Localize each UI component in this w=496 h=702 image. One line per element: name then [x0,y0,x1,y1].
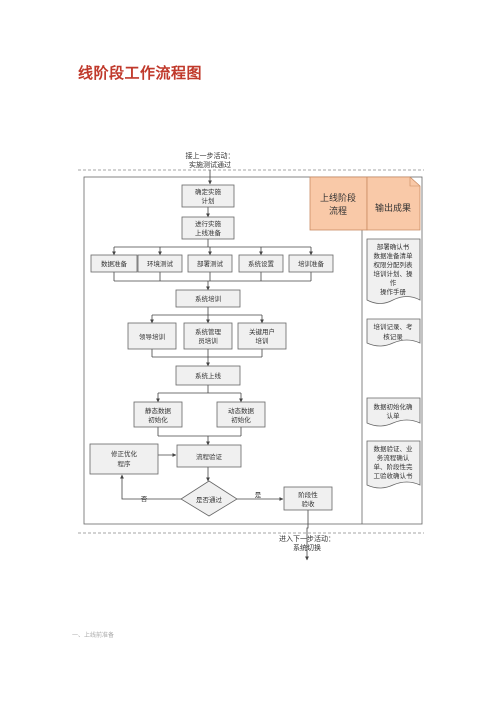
step-system-training: 系统培训 [175,289,241,308]
svg-text:计划: 计划 [202,196,215,205]
step-process-verify: 流程验证 [176,444,242,468]
svg-text:验收: 验收 [302,499,316,508]
step-fix-optimize: 修正优化 程序 [89,443,159,475]
branch-no-label: 否 [141,495,148,503]
output-doc-4: 数据验证、业 务流程确认 单、阶段性完 工验收确认书 [366,440,421,489]
process-header-line-1: 上线阶段 [320,192,356,204]
svg-text:权限分配列表: 权限分配列表 [374,260,414,269]
step-data-prep: 数据准备 [90,254,138,273]
step-go-live-prep: 进行实施 上线准备 [181,216,235,240]
svg-text:环境测试: 环境测试 [147,259,174,268]
svg-text:系统管理: 系统管理 [195,327,222,336]
svg-text:系统上线: 系统上线 [195,371,222,380]
step-training-prep: 培训准备 [288,254,334,273]
process-header [309,176,368,231]
step-phase-acceptance: 阶段性 验收 [283,486,333,511]
output-header-fold [409,177,420,187]
svg-text:是否通过: 是否通过 [196,495,223,504]
top-event-line-1: 接上一步活动： [186,151,235,160]
output-doc-2: 培训记录、考 核记录 [366,318,421,347]
step-system-go-live: 系统上线 [175,365,241,386]
svg-text:数据准备: 数据准备 [101,259,128,268]
svg-text:部署确认书: 部署确认书 [377,242,410,251]
svg-text:操作手册: 操作手册 [380,287,407,296]
process-frame [83,176,423,525]
svg-text:进行实施: 进行实施 [195,219,222,228]
decision-pass: 是否通过 [180,480,238,517]
step-key-user-training: 关键用户 培训 [237,322,287,350]
footer-note: 一、上线前准备 [72,632,115,639]
output-doc-3: 数据初始化确 认单 [366,397,421,427]
svg-text:数据验证、业: 数据验证、业 [374,444,414,453]
svg-text:初始化: 初始化 [148,415,168,424]
output-header [366,176,421,231]
svg-text:确定实施: 确定实施 [195,187,222,196]
svg-text:核记录: 核记录 [383,332,403,341]
step-deploy-test: 部署测试 [187,254,233,273]
svg-text:系统设置: 系统设置 [248,259,275,268]
svg-text:静态数据: 静态数据 [145,406,172,415]
svg-text:流程验证: 流程验证 [196,452,223,461]
svg-text:培训计划、操: 培训计划、操 [374,269,414,278]
step-leader-training: 领导培训 [127,322,177,350]
svg-text:务流程确认: 务流程确认 [377,453,410,462]
process-header-line-2: 流程 [329,205,347,217]
svg-text:培训准备: 培训准备 [298,259,325,268]
branch-yes-label: 是 [255,491,262,499]
svg-text:修正优化: 修正优化 [111,449,138,458]
svg-text:员培训: 员培训 [198,336,218,345]
svg-text:上线准备: 上线准备 [195,228,222,237]
svg-text:阶段性: 阶段性 [298,490,318,499]
svg-text:部署测试: 部署测试 [197,259,224,268]
step-static-data-init: 静态数据 初始化 [133,401,183,428]
svg-text:单、阶段性完: 单、阶段性完 [374,462,414,471]
svg-text:关键用户: 关键用户 [249,327,275,336]
svg-text:工验收确认书: 工验收确认书 [374,471,414,480]
svg-text:认单: 认单 [387,411,401,420]
svg-text:动态数据: 动态数据 [228,406,255,415]
connectors [112,170,313,561]
svg-text:数据初始化确: 数据初始化确 [374,402,414,411]
output-header-label: 输出成果 [375,202,411,214]
svg-text:作: 作 [390,278,397,287]
svg-text:培训记录、考: 培训记录、考 [374,322,414,331]
step-env-test: 环境测试 [137,254,183,273]
output-doc-1: 部署确认书 数据准备清单 权限分配列表 培训计划、操 作 操作手册 [366,238,421,304]
svg-text:初始化: 初始化 [231,415,251,424]
svg-text:程序: 程序 [118,459,132,468]
svg-text:系统培训: 系统培训 [195,294,221,303]
svg-text:数据准备清单: 数据准备清单 [374,251,414,260]
step-dynamic-data-init: 动态数据 初始化 [216,401,266,428]
step-admin-training: 系统管理 员培训 [183,322,233,350]
svg-text:领导培训: 领导培训 [139,332,165,341]
page-title: 线阶段工作流程图 [78,64,203,82]
svg-text:培训: 培训 [256,336,269,345]
step-confirm-plan: 确定实施 计划 [181,184,235,208]
step-system-setup: 系统设置 [238,254,284,273]
top-event-line-2: 实施测试通过 [189,160,231,169]
